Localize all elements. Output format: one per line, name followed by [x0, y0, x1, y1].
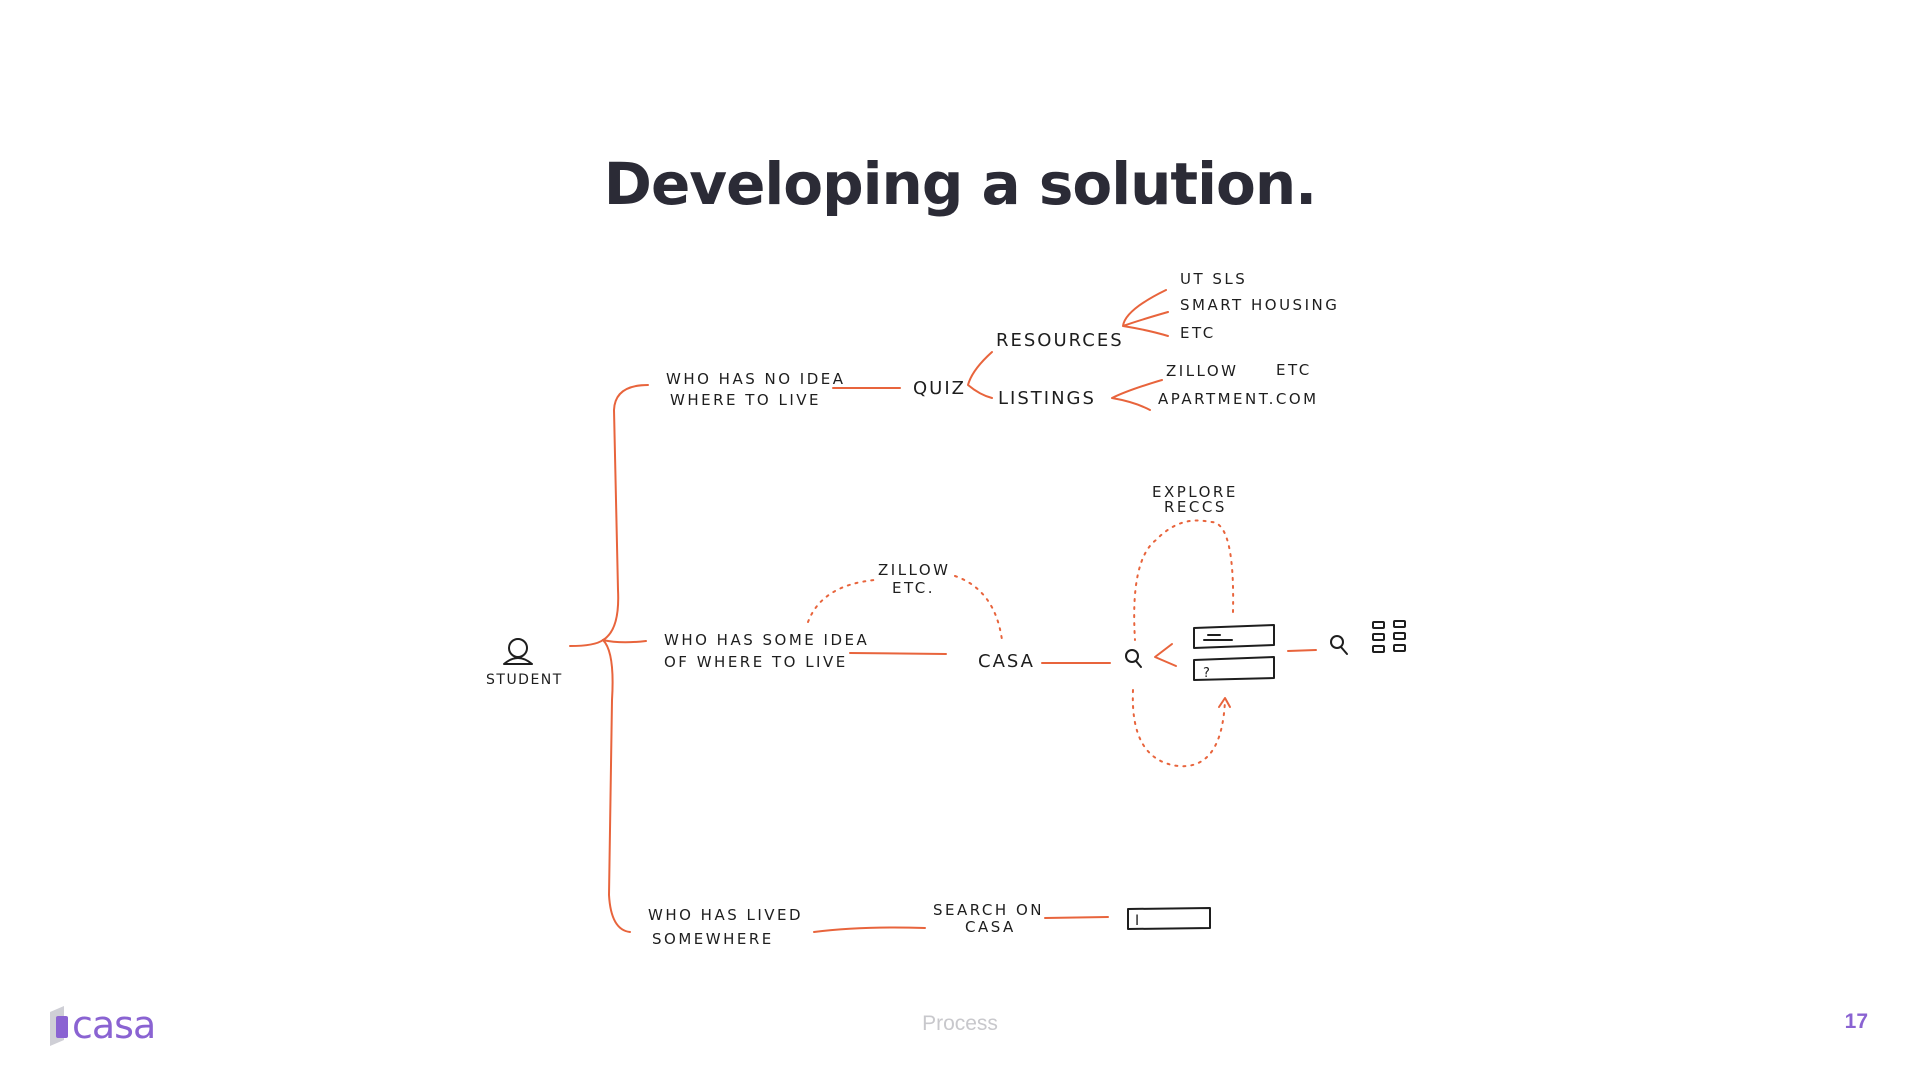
- magnifier-icon-2: [1330, 635, 1348, 655]
- listings-item-3: APARTMENT.COM: [1158, 390, 1319, 408]
- resources-item-2: SMART HOUSING: [1180, 296, 1339, 314]
- branch-no-idea-label-2: WHERE TO LIVE: [670, 391, 821, 409]
- search-on-label: SEARCH ON: [933, 901, 1044, 919]
- connector-search-casa: [813, 926, 926, 933]
- connector-grid: [1287, 649, 1317, 652]
- resources-item-3: ETC: [1180, 324, 1216, 342]
- bracket-bottom: [602, 639, 631, 933]
- bracket-middle: [602, 639, 647, 644]
- branch-lived-label-1: WHO HAS LIVED: [648, 906, 803, 924]
- connector-casa: [849, 652, 947, 655]
- page-number: 17: [1844, 1010, 1868, 1033]
- listings-item-2: ETC: [1276, 361, 1312, 379]
- casa-label: CASA: [978, 651, 1035, 672]
- logo-mark-icon: [50, 1006, 68, 1046]
- casa-step-label: CASA: [965, 918, 1016, 936]
- branch-some-idea-label-1: WHO HAS SOME IDEA: [664, 631, 869, 649]
- results-box-bottom: ?: [1193, 656, 1275, 681]
- root-connector: [569, 639, 604, 647]
- listings-label: LISTINGS: [998, 388, 1096, 409]
- results-box-top: [1193, 624, 1275, 649]
- explore-loop: [1131, 519, 1235, 768]
- zillow-alt-2: ETC.: [892, 579, 935, 597]
- listings-item-1: ZILLOW: [1166, 362, 1239, 380]
- listings-fork: [1111, 379, 1163, 411]
- resources-item-1: UT SLS: [1180, 270, 1247, 288]
- resources-label: RESOURCES: [996, 330, 1124, 351]
- question-mark: ?: [1203, 666, 1210, 681]
- branch-no-idea-label-1: WHO HAS NO IDEA: [666, 370, 846, 388]
- person-icon: [503, 638, 533, 665]
- quiz-fork: [967, 351, 993, 399]
- arrow-left: [1154, 643, 1177, 667]
- root-label: STUDENT: [486, 672, 563, 688]
- search-box-icon: I: [1127, 907, 1211, 930]
- connector-searchbox: [1044, 916, 1109, 919]
- brand-name: casa: [72, 1003, 156, 1047]
- zillow-alt-1: ZILLOW: [878, 561, 951, 579]
- explore-label-1: EXPLORE: [1152, 483, 1238, 501]
- dotted-arc-zillow: [807, 575, 1003, 641]
- bracket-top: [602, 384, 649, 641]
- cursor-glyph: I: [1135, 913, 1139, 929]
- slide-title: Developing a solution.: [603, 150, 1317, 218]
- explore-label-2: RECCS: [1164, 498, 1227, 516]
- resources-fork: [1122, 289, 1169, 337]
- branch-lived-label-2: SOMEWHERE: [652, 930, 774, 948]
- explore-arrow: [1218, 697, 1231, 708]
- quiz-label: QUIZ: [913, 378, 966, 399]
- section-label: Process: [922, 1012, 998, 1035]
- magnifier-icon: [1125, 649, 1142, 668]
- grid-icon: [1372, 620, 1406, 653]
- branch-some-idea-label-2: OF WHERE TO LIVE: [664, 653, 848, 671]
- brand-logo: casa: [50, 1003, 156, 1047]
